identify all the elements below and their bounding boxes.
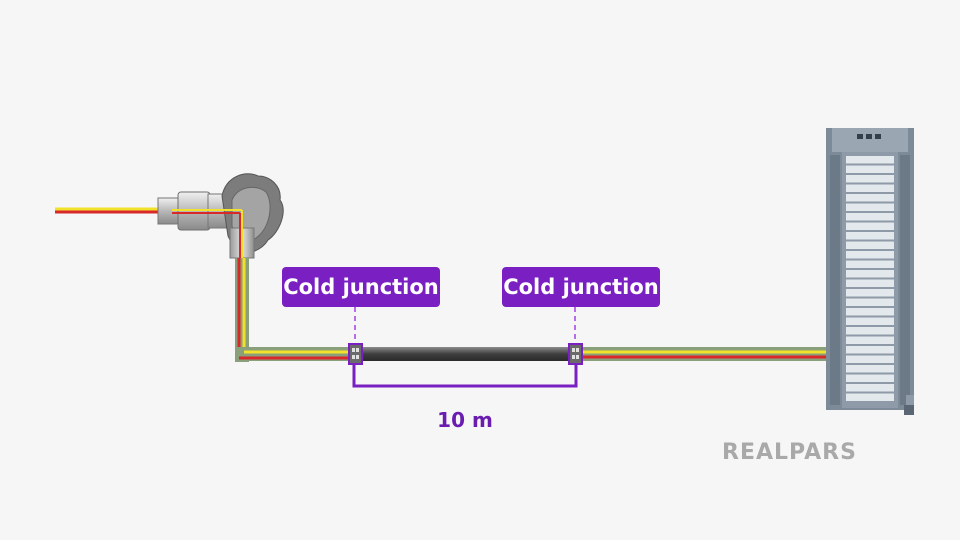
plc-terminal-slot (846, 384, 894, 392)
distance-label: 10 m (437, 408, 493, 432)
plc-terminal-slot (846, 260, 894, 268)
cold-junction-label-1: Cold junction (282, 267, 440, 307)
thermocouple-head (157, 173, 284, 260)
brand-logo: REALPARS (722, 440, 857, 465)
plc-terminal-slot (846, 194, 894, 202)
plc-terminal-slot (846, 317, 894, 325)
plc-terminal-slot (846, 346, 894, 354)
extension-cable (360, 347, 572, 361)
plc-terminal-slot (846, 213, 894, 221)
plc-terminal-slot (846, 289, 894, 297)
plc-terminal-slot (846, 232, 894, 240)
plc-module (826, 128, 914, 415)
plc-terminal-slot (846, 365, 894, 373)
distance-bracket (352, 365, 578, 388)
plc-terminal-slot (846, 165, 894, 173)
plc-terminal-slot (846, 327, 894, 335)
plc-terminal-slot (846, 374, 894, 382)
cold-junction-connector-1 (348, 343, 363, 365)
plc-terminal-slot (846, 393, 894, 401)
compensation-wires-right (582, 347, 840, 361)
compensation-wires-vertical (235, 258, 249, 362)
plc-terminal-slot (846, 270, 894, 278)
plc-terminal-slot (846, 203, 894, 211)
plc-terminal-slot (846, 241, 894, 249)
plc-terminal-slot (846, 279, 894, 287)
cold-junction-connector-2 (568, 343, 583, 365)
probe-wires (55, 207, 170, 214)
plc-terminal-slot (846, 222, 894, 230)
plc-terminal-slot (846, 175, 894, 183)
plc-terminal-slot (846, 251, 894, 259)
cold-junction-label-2: Cold junction (502, 267, 660, 307)
compensation-wires-left (235, 347, 350, 361)
plc-terminal-slot (846, 156, 894, 164)
plc-terminal-slot (846, 184, 894, 192)
plc-terminal-slot (846, 336, 894, 344)
plc-terminal-slot (846, 308, 894, 316)
plc-terminal-slot (846, 355, 894, 363)
plc-terminal-strip (846, 156, 894, 401)
plc-terminal-slot (846, 298, 894, 306)
